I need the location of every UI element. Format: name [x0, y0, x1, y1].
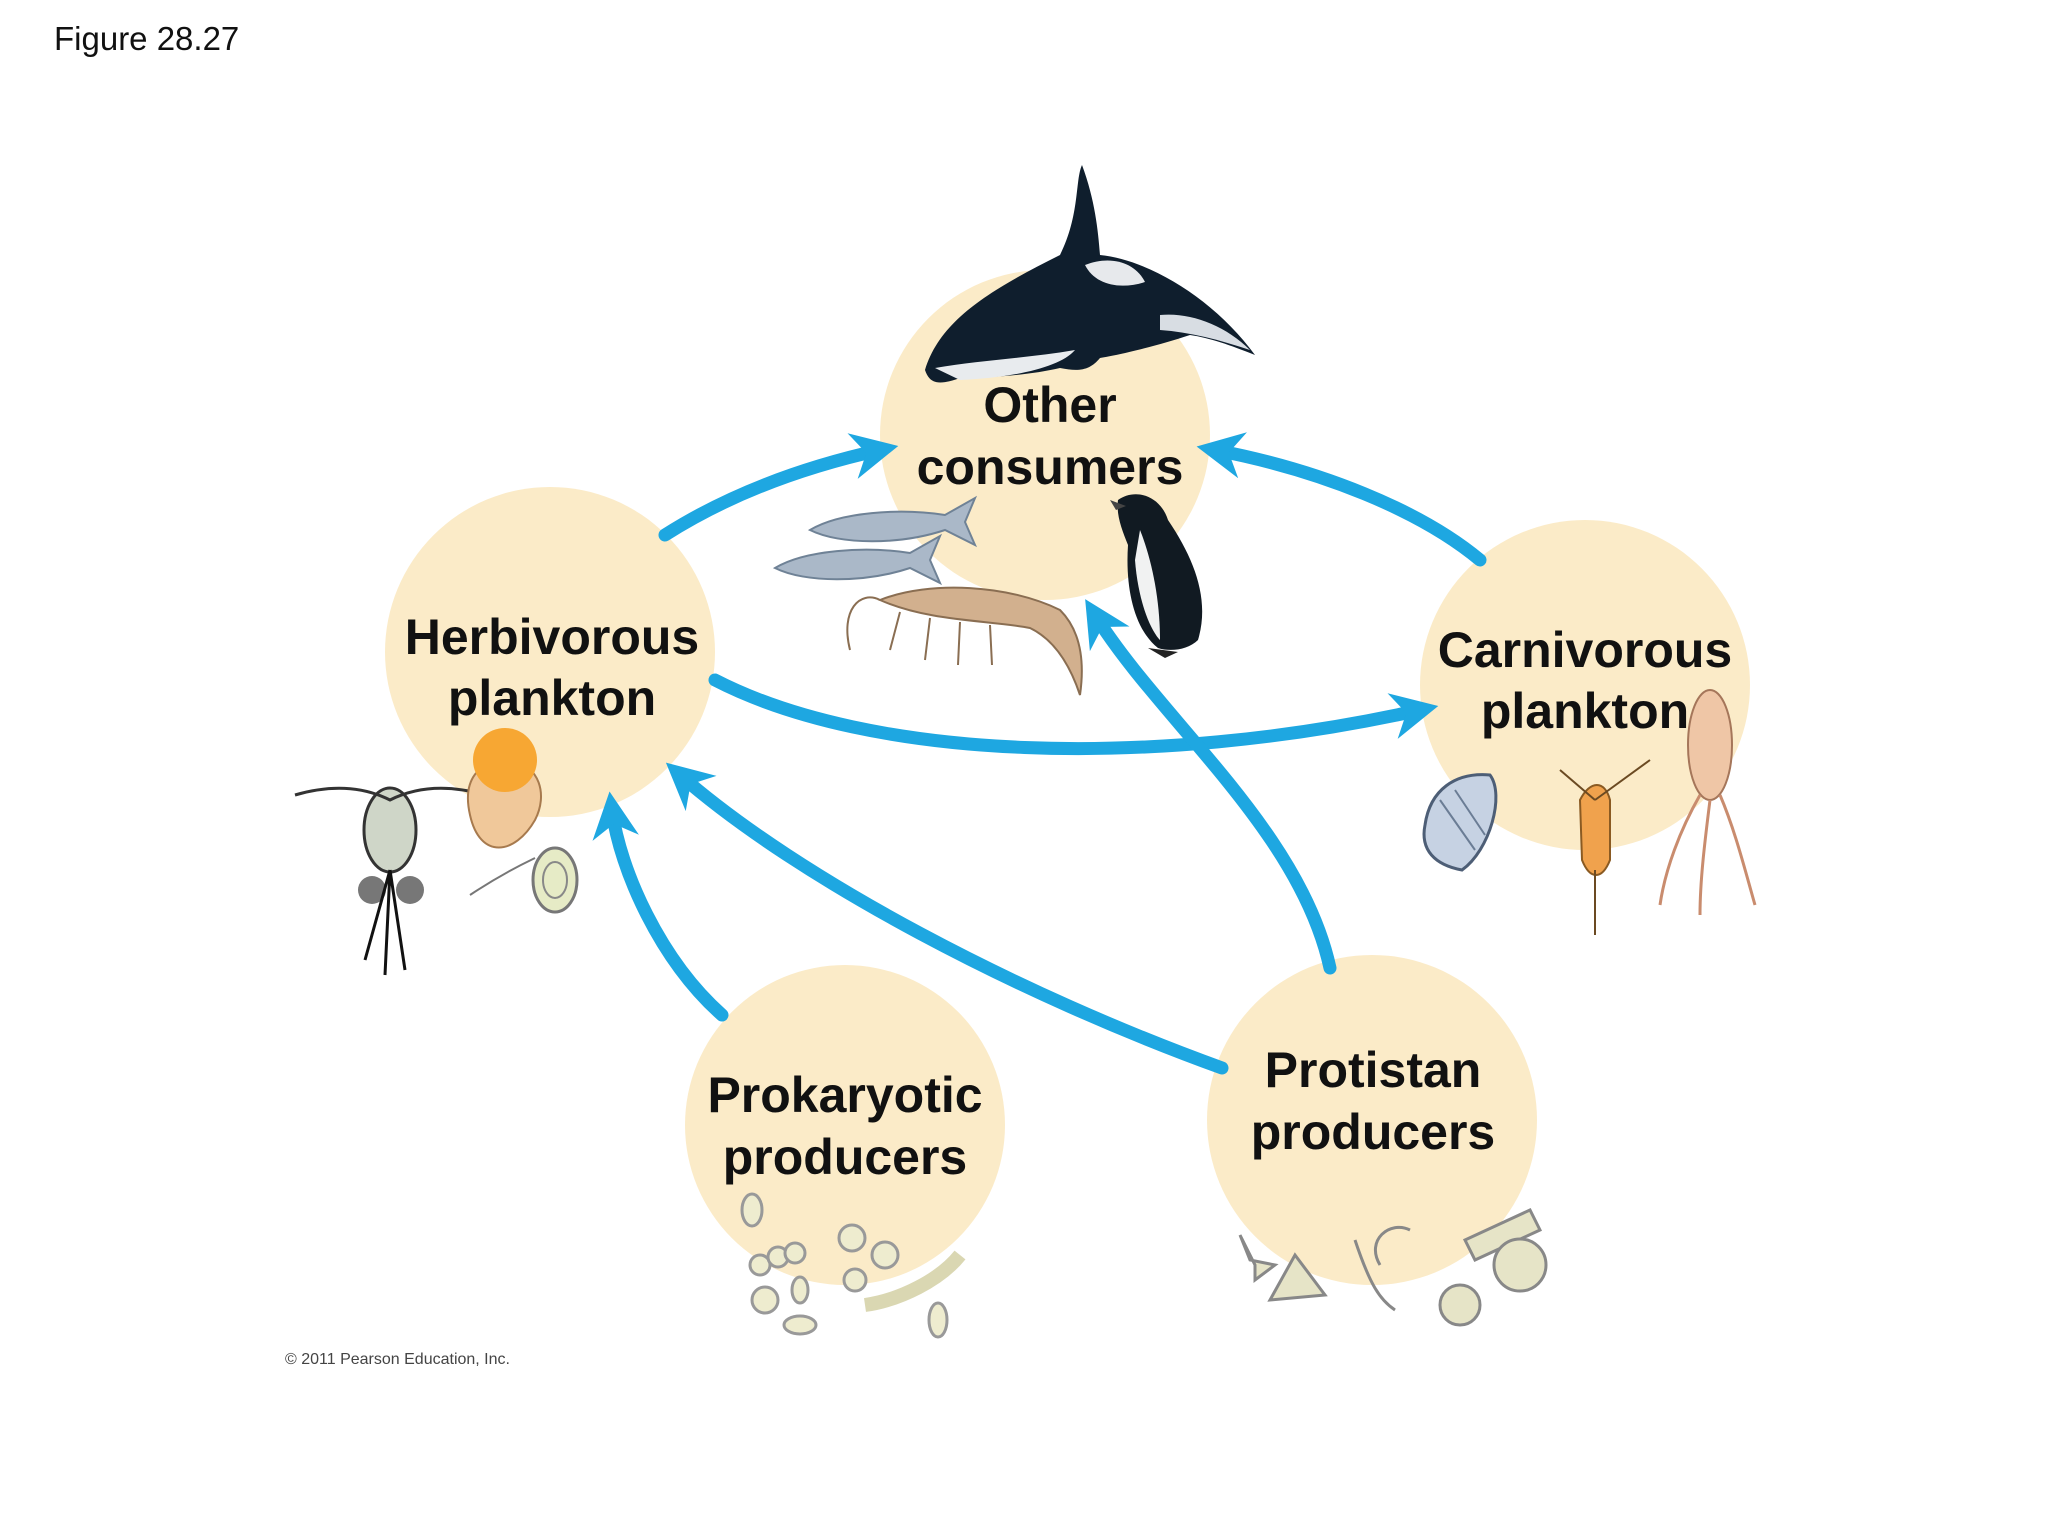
figure-label: Figure 28.27	[54, 20, 240, 57]
node-label-prokaryotic-producers-line2: producers	[723, 1129, 968, 1185]
node-circle-herbivorous-plankton	[385, 487, 715, 817]
rotifer-icon	[467, 728, 543, 849]
node-label-protistan-producers-line2: producers	[1251, 1104, 1496, 1160]
arrow-herbivorous-to-carnivorous	[708, 673, 1439, 756]
node-label-carnivorous-plankton: Carnivorous	[1438, 622, 1733, 678]
node-label-prokaryotic-producers: Prokaryotic	[707, 1067, 982, 1123]
copepod-icon	[294, 786, 486, 976]
krill-icon	[1559, 759, 1651, 935]
bacteria-icon	[740, 1192, 966, 1339]
penguin-icon	[1110, 494, 1203, 658]
shrimp-icon	[846, 586, 1083, 696]
fish-icon	[772, 495, 978, 586]
node-label-carnivorous-plankton-line2: plankton	[1481, 683, 1689, 739]
node-label-herbivorous-plankton: Herbivorous	[405, 609, 700, 665]
node-label-herbivorous-plankton-line2: plankton	[448, 670, 656, 726]
node-circle-carnivorous-plankton	[1420, 520, 1750, 850]
arrow-protistan-to-other-consumers	[1085, 599, 1337, 975]
arrow-protistan-to-herbivorous	[665, 762, 1229, 1075]
node-circle-protistan-producers	[1207, 955, 1537, 1285]
chaetognath-icon	[1422, 773, 1498, 872]
node-label-other-consumers-line2: consumers	[917, 439, 1184, 495]
diatom-icon	[1238, 1208, 1548, 1302]
orca-icon	[925, 165, 1255, 383]
node-label-protistan-producers: Protistan	[1265, 1042, 1482, 1098]
arrow-prokaryotic-to-herbivorous	[592, 791, 729, 1022]
arrow-carnivorous-to-other-consumers	[1196, 432, 1487, 567]
siphonophore-icon	[1658, 689, 1757, 916]
node-circle-prokaryotic-producers	[685, 965, 1005, 1285]
node-label-other-consumers: Other	[983, 377, 1116, 433]
arrow-herbivorous-to-other-consumers	[658, 433, 899, 542]
copyright-text: © 2011 Pearson Education, Inc.	[285, 1351, 510, 1368]
ciliate-icon	[469, 846, 579, 914]
dinoflagellate-icon	[1353, 1225, 1482, 1327]
